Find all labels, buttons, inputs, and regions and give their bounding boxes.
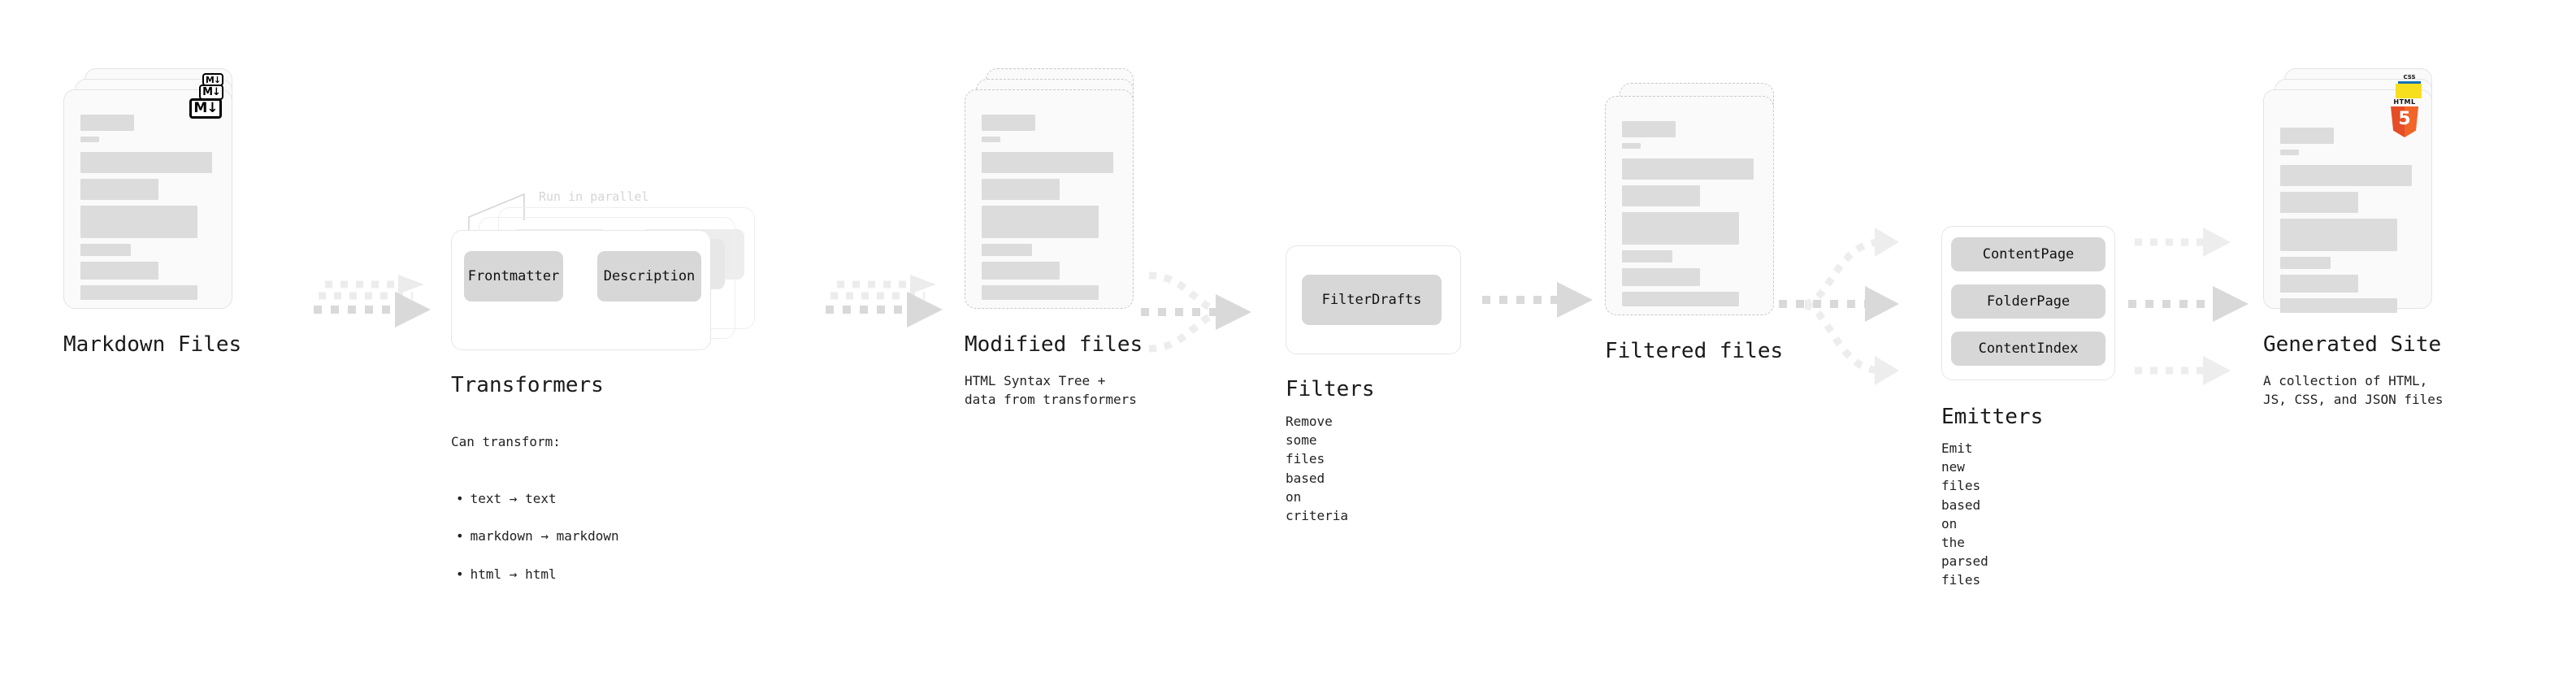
arrow-markdown-to-transformers: [314, 275, 431, 327]
document-placeholder-lines: [1622, 121, 1759, 312]
doc-line: [80, 179, 158, 200]
stage-filtered-files: Filtered files: [1605, 83, 1784, 363]
arrow-filtered-files-to-emitters: [1779, 228, 1899, 385]
doc-line: [982, 244, 1032, 256]
doc-line: [2280, 192, 2358, 213]
doc-line: [2280, 257, 2331, 269]
document-placeholder-lines: [982, 115, 1118, 306]
doc-line: [80, 206, 197, 238]
list-item: html → html: [451, 565, 619, 583]
doc-line: [1622, 185, 1700, 206]
css3-icon: CSS: [2397, 74, 2422, 85]
modified-file-stack: [965, 68, 1134, 309]
doc-line: [1622, 158, 1754, 180]
doc-line: [982, 179, 1060, 200]
doc-line: [982, 152, 1113, 173]
doc-line: [982, 206, 1099, 238]
stage-desc-transformers: Can transform: text → text markdown → ma…: [451, 414, 619, 621]
doc-line: [1622, 268, 1700, 286]
stage-desc-emitters: Emit new files based on the parsed files: [1941, 440, 1988, 588]
doc-line: [1622, 292, 1739, 306]
plugin-pill-contentpage[interactable]: ContentPage: [1951, 237, 2105, 271]
stage-modified-files: Modified files HTML Syntax Tree + data f…: [965, 68, 1143, 409]
stage-title-filters: Filters: [1286, 377, 1375, 401]
document-placeholder-lines: [80, 115, 217, 306]
doc-line: [2280, 298, 2397, 313]
stage-title-modified-files: Modified files: [965, 332, 1143, 357]
stage-title-emitters: Emitters: [1941, 405, 2044, 429]
plugin-pill-contentindex[interactable]: ContentIndex: [1951, 332, 2105, 366]
doc-line: [80, 285, 197, 300]
doc-line: [1622, 250, 1672, 262]
plugin-pill-filterdrafts[interactable]: FilterDrafts: [1302, 275, 1442, 325]
filtered-file-card-front: [1605, 96, 1774, 315]
doc-line: [2280, 275, 2358, 293]
doc-line: [1622, 143, 1641, 149]
doc-line: [1622, 212, 1739, 245]
markdown-file-card-front: M↓: [63, 89, 232, 309]
css3-label: CSS: [2403, 74, 2416, 80]
stage-desc-modified-files: HTML Syntax Tree + data from transformer…: [965, 373, 1137, 408]
arrow-emitters-to-generated-site: [2128, 228, 2249, 385]
doc-line: [80, 262, 158, 280]
markdown-file-stack: M↓ M↓ M↓: [63, 68, 232, 309]
stage-desc-generated-site: A collection of HTML, JS, CSS, and JSON …: [2263, 373, 2444, 408]
arrow-modified-to-filters: [1141, 271, 1251, 353]
html-file-card: HTML 5: [2263, 89, 2432, 313]
stage-title-transformers: Transformers: [451, 373, 604, 397]
doc-line: [982, 285, 1099, 300]
plugin-pill-frontmatter[interactable]: Frontmatter: [464, 251, 563, 301]
transform-capability-list: text → text markdown → markdown html → h…: [451, 471, 619, 602]
list-item: markdown → markdown: [451, 527, 619, 545]
html5-shield: 5: [2391, 106, 2418, 137]
stage-title-generated-site: Generated Site: [2263, 332, 2442, 357]
doc-line: [80, 115, 134, 131]
stage-desc-filters: Remove some files based on criteria: [1286, 414, 1349, 523]
doc-line: [2280, 165, 2412, 186]
markdown-badge-icon: M↓: [199, 85, 223, 100]
stage-markdown-files: M↓ M↓ M↓ Markdown Files: [63, 68, 242, 357]
doc-line: [80, 244, 131, 256]
html5-icon: HTML 5: [2389, 98, 2420, 137]
arrow-filters-to-filtered-files: [1482, 282, 1593, 318]
doc-line: [2280, 128, 2334, 144]
arrow-transformers-to-modified-files: [826, 275, 943, 327]
html5-digit: 5: [2398, 109, 2411, 129]
plugin-pill-folderpage[interactable]: FolderPage: [1951, 284, 2105, 319]
doc-line: [80, 137, 99, 142]
stage-desc-heading: Can transform:: [451, 434, 561, 450]
doc-line: [1622, 121, 1676, 137]
run-in-parallel-label: Run in parallel: [539, 189, 649, 204]
html5-label: HTML: [2393, 98, 2416, 106]
document-placeholder-lines: [2280, 128, 2417, 319]
generated-site-file-stack: CSS HTML 5: [2263, 68, 2432, 313]
doc-line: [2280, 219, 2397, 251]
javascript-icon: [2396, 84, 2422, 98]
stage-title-markdown-files: Markdown Files: [63, 332, 242, 357]
filtered-file-stack: [1605, 83, 1774, 315]
modified-file-card-front: [965, 89, 1134, 309]
doc-line: [982, 262, 1060, 280]
doc-line: [80, 152, 212, 173]
css3-underline: [2398, 81, 2421, 85]
doc-line: [982, 137, 1000, 142]
doc-line: [2280, 150, 2299, 155]
markdown-badge-icon: M↓: [189, 98, 222, 119]
stage-generated-site: CSS HTML 5: [2263, 68, 2444, 409]
plugin-pill-description[interactable]: Description: [597, 251, 701, 301]
list-item: text → text: [451, 489, 619, 508]
doc-line: [982, 115, 1035, 131]
stage-title-filtered-files: Filtered files: [1605, 339, 1784, 363]
